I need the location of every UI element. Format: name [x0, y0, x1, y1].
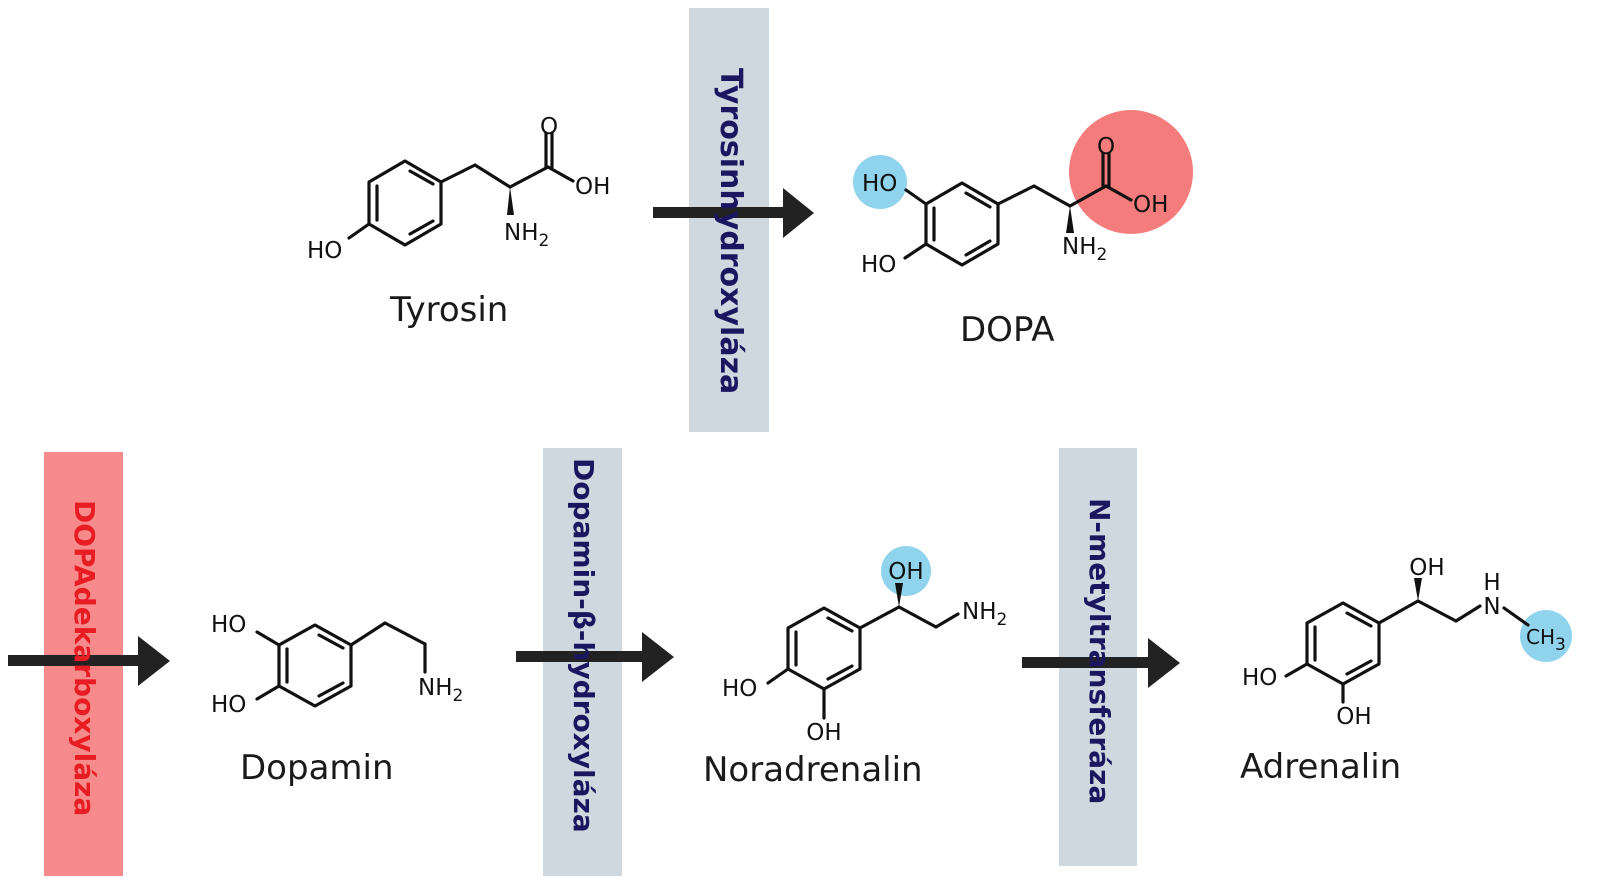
arrow-noradrenalin-to-adrenalin	[1022, 638, 1180, 688]
tyrosin-atom-ho: HO	[307, 238, 342, 264]
adrenalin-atom-oh-bottom: OH	[1336, 704, 1371, 730]
molecule-name-tyrosin: Tyrosin	[390, 290, 509, 330]
dopa-atom-ho-top: HO	[862, 171, 897, 197]
dopamin-atom-ho-top: HO	[211, 612, 246, 638]
noradrenalin-atom-oh-top: OH	[888, 559, 923, 585]
tyrosin-atom-oh: OH	[575, 174, 610, 200]
noradrenalin-atom-nh2: NH2	[962, 599, 1007, 630]
tyrosin-atom-o: O	[540, 114, 558, 140]
arrow-tyrosin-to-dopa	[653, 188, 814, 238]
adrenalin-structure	[1284, 599, 1530, 704]
noradrenalin-oh-highlight	[881, 546, 931, 596]
dopa-ho-highlight	[853, 155, 907, 209]
dopamin-atom-ho-bottom: HO	[211, 692, 246, 718]
dopa-atom-ho-bottom: HO	[861, 252, 896, 278]
molecule-name-dopa: DOPA	[960, 310, 1055, 350]
adrenalin-wedge	[1414, 578, 1422, 601]
enzyme-band-tyrosinhydroxylaza	[689, 8, 769, 432]
adrenalin-ch3-highlight	[1520, 610, 1572, 662]
tyrosin-structure	[347, 131, 575, 247]
noradrenalin-atom-ho: HO	[722, 676, 757, 702]
molecule-name-adrenalin: Adrenalin	[1240, 747, 1402, 787]
molecule-name-noradrenalin: Noradrenalin	[703, 750, 923, 790]
adrenalin-atom-h: H	[1483, 570, 1500, 596]
enzyme-label-tyrosinhydroxylaza: Tyrosinhydroxyláza	[713, 68, 748, 395]
dopa-wedge	[1066, 206, 1074, 233]
adrenalin-atom-oh-top: OH	[1409, 555, 1444, 581]
dopa-carboxyl-highlight	[1069, 110, 1193, 234]
enzyme-label-dopamin-beta-hydroxylaza: Dopamin-β-hydroxyláza	[567, 458, 600, 833]
dopamin-structure	[255, 621, 427, 708]
tyrosin-atom-nh2: NH2	[504, 220, 549, 251]
dopa-atom-nh2: NH2	[1062, 234, 1107, 265]
noradrenalin-atom-oh-bottom: OH	[806, 720, 841, 746]
adrenalin-atom-n: N	[1483, 594, 1500, 620]
enzyme-label-n-metyltransferaza: N-metyltransferáza	[1083, 498, 1116, 805]
dopa-atom-oh: OH	[1133, 192, 1168, 218]
dopamin-atom-nh2: NH2	[418, 675, 463, 706]
dopa-structure	[903, 152, 1133, 267]
adrenalin-atom-ho: HO	[1242, 665, 1277, 691]
tyrosin-wedge	[507, 187, 514, 215]
arrow-dopa-to-dopamin	[8, 636, 170, 686]
arrow-dopamin-to-noradrenalin	[516, 632, 674, 682]
molecule-name-dopamin: Dopamin	[240, 748, 394, 788]
noradrenalin-wedge	[895, 583, 903, 607]
dopa-atom-o: O	[1097, 134, 1115, 160]
noradrenalin-structure	[766, 605, 960, 720]
enzyme-label-dopadekarboxylaza: DOPAdekarboxyláza	[68, 500, 101, 817]
